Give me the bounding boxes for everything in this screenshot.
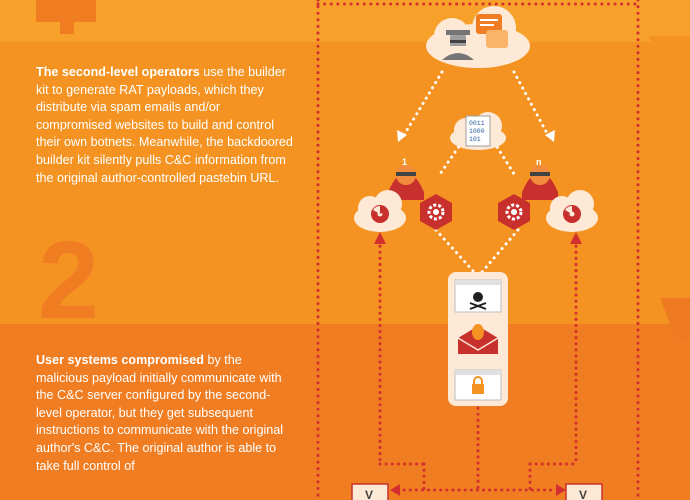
victim-left: V <box>351 483 389 500</box>
victim-label-right: V <box>579 488 587 500</box>
step-two-description: The second-level operators use the build… <box>36 64 294 187</box>
victim-right: V <box>565 483 603 500</box>
hacker-cloud <box>426 6 530 68</box>
binary-line-2: 1000 <box>469 128 485 135</box>
right-panel-edges <box>648 36 690 340</box>
step-two-lead: The second-level operators <box>36 65 200 79</box>
radiation-cloud-right <box>546 190 598 232</box>
skull-window <box>454 279 502 313</box>
arrowheads-red <box>374 232 582 496</box>
skull-icon <box>469 292 487 310</box>
radiation-icon <box>563 205 581 223</box>
binary-line-1: 0011 <box>469 120 485 127</box>
chat-icon <box>476 14 508 48</box>
white-dotted-arrows <box>402 70 550 274</box>
operator-badge-right: n <box>536 157 542 167</box>
step-three-lead: User systems compromised <box>36 353 204 367</box>
radiation-icon <box>371 205 389 223</box>
step-two-body: use the builder kit to generate RAT payl… <box>36 65 293 185</box>
radiation-cloud-left <box>354 190 406 232</box>
red-dotted-paths <box>378 238 578 492</box>
step-one-marker <box>36 0 96 34</box>
step-three-body: by the malicious payload initially commu… <box>36 353 284 473</box>
lock-window-icon <box>472 376 484 394</box>
lock-window <box>454 369 502 401</box>
operator-right: n <box>522 157 558 200</box>
step-three-description: User systems compromised by the maliciou… <box>36 352 294 475</box>
hacker-icon <box>442 30 474 60</box>
binary-cloud: 0011 1000 101 <box>450 112 506 150</box>
arrowheads-white <box>397 130 555 142</box>
bug-envelope-icon <box>457 324 499 354</box>
step-number: 2 <box>38 219 99 342</box>
binary-line-3: 101 <box>469 136 481 143</box>
binary-doc-icon: 0011 1000 101 <box>465 115 491 147</box>
dotted-boundary <box>316 0 640 500</box>
gear-icon <box>427 203 445 221</box>
top-band <box>0 0 690 42</box>
operator-badge-left: 1 <box>402 157 407 167</box>
gear-hex-left <box>420 194 452 230</box>
operator-left: 1 <box>388 157 424 200</box>
gear-hex-right <box>498 194 530 230</box>
payload-card <box>448 272 508 406</box>
gear-icon <box>505 203 523 221</box>
victim-label-left: V <box>365 488 373 500</box>
